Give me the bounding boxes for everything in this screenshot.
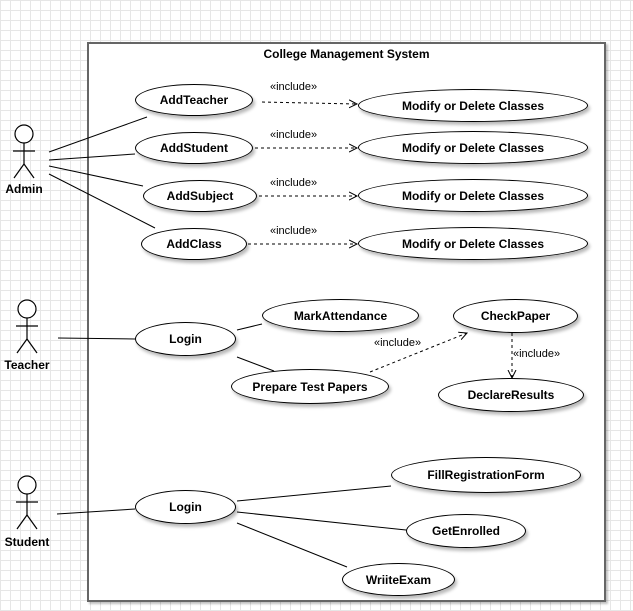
- usecase-get-enrolled[interactable]: GetEnrolled: [406, 514, 526, 548]
- assoc-teacher-login: [57, 337, 136, 340]
- usecase-mark-attendance[interactable]: MarkAttendance: [262, 299, 419, 332]
- admin-actor-icon: [13, 124, 35, 179]
- assoc-login-writeexam: [236, 522, 348, 568]
- actor-label-student: Student: [4, 535, 50, 549]
- assoc-admin-addsubject: [48, 165, 144, 187]
- include-label-1: «include»: [270, 81, 318, 93]
- usecase-check-paper[interactable]: CheckPaper: [453, 299, 578, 333]
- assoc-login-preparepapers: [236, 356, 275, 372]
- usecase-declare-results[interactable]: DeclareResults: [438, 378, 584, 412]
- student-actor-icon: [16, 475, 38, 530]
- assoc-admin-addclass: [48, 173, 156, 229]
- usecase-add-teacher[interactable]: AddTeacher: [135, 84, 253, 116]
- assoc-admin-addteacher: [48, 116, 148, 153]
- assoc-login-markattendance: [236, 323, 263, 331]
- include-arrow-1: [261, 102, 357, 104]
- actor-label-admin: Admin: [5, 182, 43, 196]
- include-label-declare: «include»: [513, 348, 561, 360]
- assoc-student-login: [56, 508, 136, 515]
- usecase-add-class[interactable]: AddClass: [141, 228, 247, 260]
- include-label-4: «include»: [270, 225, 318, 237]
- actor-label-teacher: Teacher: [4, 358, 50, 372]
- usecase-teacher-login[interactable]: Login: [135, 322, 236, 356]
- assoc-login-getenrolled: [236, 511, 407, 531]
- include-label-check: «include»: [374, 337, 422, 349]
- include-label-2: «include»: [270, 129, 318, 141]
- assoc-admin-addstudent: [48, 153, 136, 161]
- usecase-prepare-test-papers[interactable]: Prepare Test Papers: [231, 369, 389, 404]
- usecase-modify-classes-4[interactable]: Modify or Delete Classes: [358, 227, 588, 260]
- usecase-modify-classes-1[interactable]: Modify or Delete Classes: [358, 89, 588, 122]
- usecase-modify-classes-3[interactable]: Modify or Delete Classes: [358, 179, 588, 212]
- usecase-add-student[interactable]: AddStudent: [135, 132, 253, 164]
- usecase-modify-classes-2[interactable]: Modify or Delete Classes: [358, 131, 588, 164]
- usecase-add-subject[interactable]: AddSubject: [143, 180, 257, 212]
- assoc-login-fillform: [236, 485, 392, 502]
- usecase-student-login[interactable]: Login: [135, 490, 236, 524]
- usecase-fill-registration-form[interactable]: FillRegistrationForm: [391, 457, 581, 493]
- teacher-actor-icon: [16, 299, 38, 354]
- include-label-3: «include»: [270, 177, 318, 189]
- system-title: College Management System: [263, 47, 430, 61]
- usecase-write-exam[interactable]: WriiteExam: [342, 563, 455, 596]
